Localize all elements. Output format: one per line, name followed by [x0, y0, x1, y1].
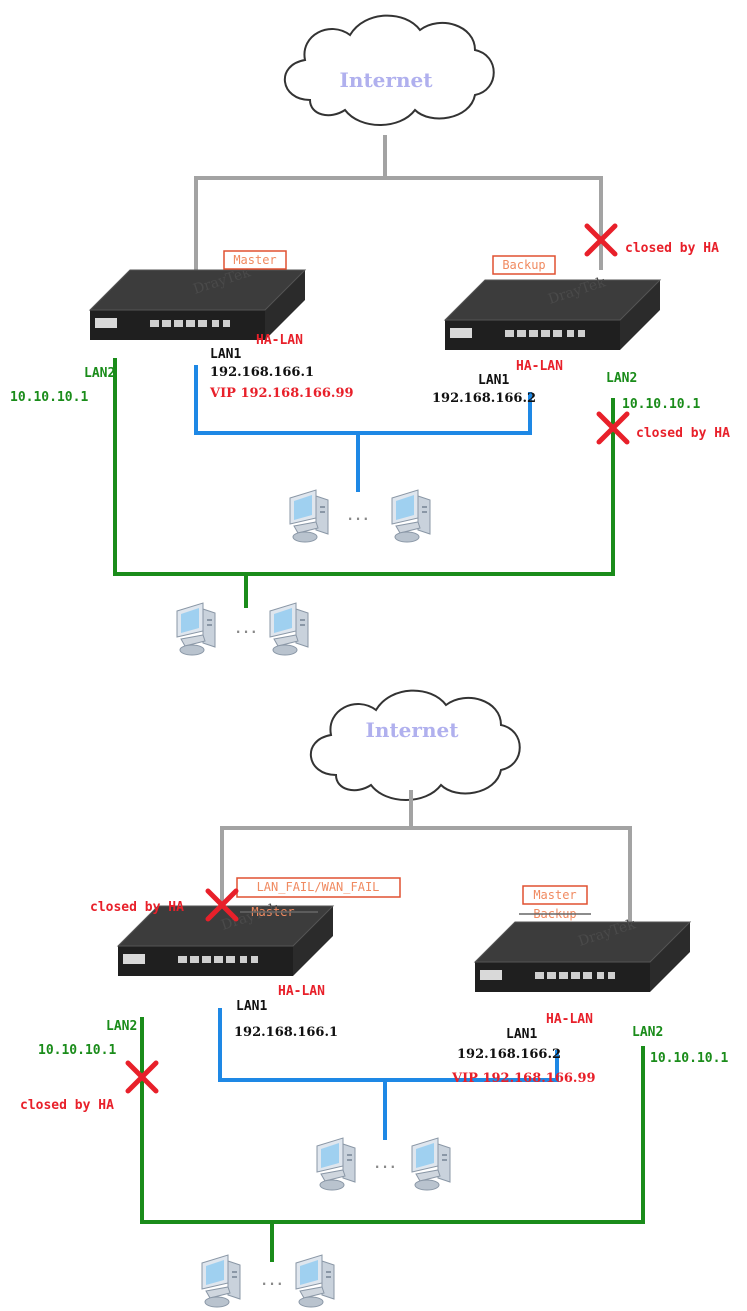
- top-diagram: Internet Master Backup closed by HA HA-L…: [10, 14, 730, 656]
- closed-by-ha-label: closed by HA: [636, 426, 730, 441]
- wan-line-left: [220, 790, 413, 906]
- vip-label: VIP 192.168.166.99: [451, 1071, 596, 1086]
- lan2-ip: 10.10.10.1: [38, 1043, 116, 1058]
- backup-role-box: [492, 255, 556, 275]
- closed-by-ha-label: closed by HA: [20, 1098, 114, 1113]
- lan2-ip: 10.10.10.1: [10, 390, 88, 405]
- vip-label: VIP 192.168.166.99: [209, 386, 354, 401]
- computer-icon: [391, 489, 431, 543]
- fail-role-label: LAN_FAIL/WAN_FAIL: [257, 880, 380, 894]
- ellipsis-label: ...: [260, 1274, 283, 1289]
- ellipsis-label: ...: [373, 1157, 396, 1172]
- ha-lan-label: HA-LAN: [516, 359, 563, 374]
- lan1-label: LAN1: [506, 1027, 537, 1042]
- lan1-label: LAN1: [210, 347, 241, 362]
- computer-icon: [201, 1254, 241, 1308]
- ellipsis-label: ...: [234, 622, 257, 637]
- internet-cloud-icon: [309, 689, 521, 801]
- lan1-ip: 192.168.166.1: [234, 1025, 338, 1040]
- lan2-label: LAN2: [606, 371, 637, 386]
- ha-lan-label: HA-LAN: [278, 984, 325, 999]
- lan2-label: LAN2: [106, 1019, 137, 1034]
- ha-lan-label: HA-LAN: [546, 1012, 593, 1027]
- computer-icon: [176, 602, 216, 656]
- new-master-role-box: [522, 885, 588, 905]
- closed-by-ha-label: closed by HA: [625, 241, 719, 256]
- new-master-role-label: Master: [533, 888, 576, 902]
- internet-label: Internet: [366, 718, 460, 742]
- lan1-label: LAN1: [236, 999, 267, 1014]
- computer-icon: [289, 489, 329, 543]
- computer-icon: [295, 1254, 335, 1308]
- lan1-ip: 192.168.166.2: [457, 1047, 561, 1062]
- ha-lan-label: HA-LAN: [256, 333, 303, 348]
- closed-by-ha-label: closed by HA: [90, 900, 184, 915]
- wan-line-right: [411, 826, 632, 922]
- computer-icon: [269, 602, 309, 656]
- internet-label: Internet: [340, 68, 434, 92]
- router-new-master-icon: [474, 915, 691, 993]
- computer-icon: [316, 1137, 356, 1191]
- lan2-ip: 10.10.10.1: [650, 1051, 728, 1066]
- ellipsis-label: ...: [346, 509, 369, 524]
- lan2-label: LAN2: [84, 366, 115, 381]
- router-master-icon: [89, 263, 306, 341]
- lan2-ip: 10.10.10.1: [622, 397, 700, 412]
- fail-role-box: [236, 877, 401, 898]
- lan1-ip: 192.168.166.1: [210, 365, 314, 380]
- backup-role-label: Backup: [502, 258, 545, 272]
- lan2-line: [113, 358, 615, 576]
- lan2-line: [140, 1017, 645, 1224]
- router-backup-icon: [444, 273, 661, 351]
- master-role-label: Master: [233, 253, 276, 267]
- lan1-label: LAN1: [478, 373, 509, 388]
- bottom-diagram: Internet LAN_FAIL/WAN_FAIL Master closed…: [20, 689, 728, 1308]
- lan1-ip: 192.168.166.2: [432, 391, 536, 406]
- lan1-line: [194, 365, 532, 435]
- computer-icon: [411, 1137, 451, 1191]
- wan-line-master: [194, 135, 387, 270]
- lan2-label: LAN2: [632, 1025, 663, 1040]
- master-role-box: [223, 250, 287, 270]
- lan1-line: [218, 1008, 559, 1082]
